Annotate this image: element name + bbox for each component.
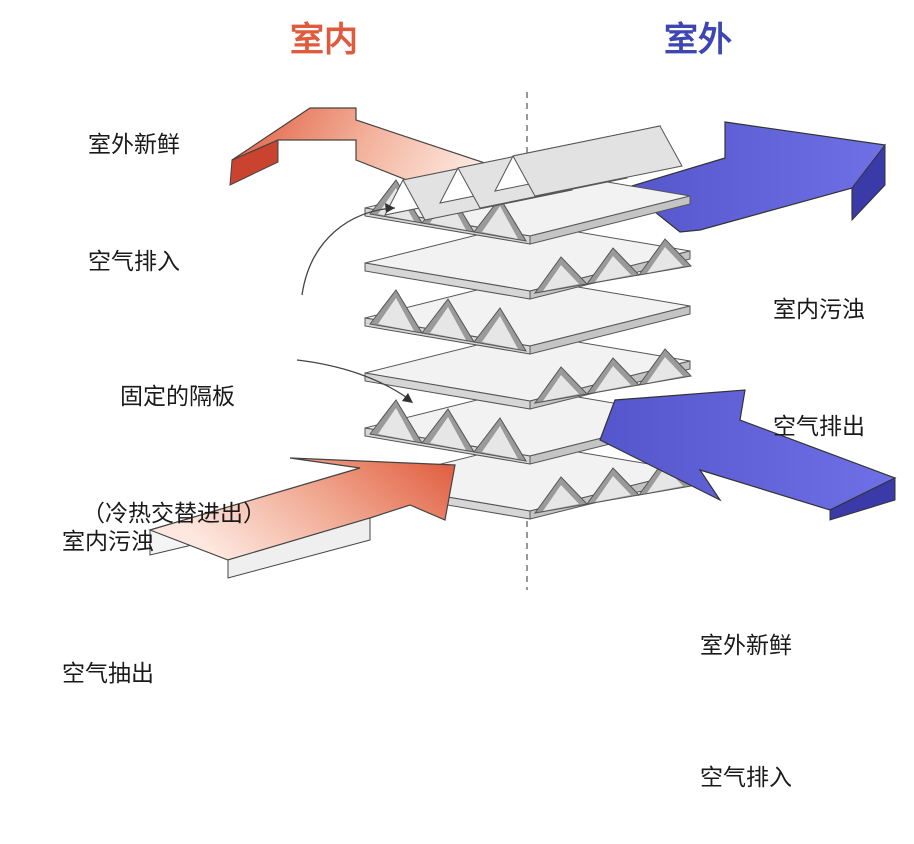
exchanger-plate-edge-right	[529, 305, 691, 355]
exchanger-roof-face	[512, 125, 683, 197]
arrow-bottom-left	[148, 457, 456, 579]
exchanger-fin-face	[378, 298, 414, 331]
exchanger-fin-face	[543, 375, 579, 401]
label-bottom-right: 室外新鲜 空气排入	[700, 633, 792, 791]
label-top-right: 室内污浊 空气排出	[773, 297, 865, 440]
exchanger-fin-face	[482, 426, 518, 459]
exchanger-fin-face	[430, 307, 466, 340]
exchanger-fin-face	[595, 476, 631, 502]
exchanger-fin-face	[647, 247, 683, 273]
arrow-bottom-right	[599, 389, 897, 521]
pointer-line-lower	[296, 359, 411, 401]
exchanger-fin-face	[430, 417, 466, 450]
label-top-left: 室外新鲜 空气排入	[88, 132, 180, 275]
exchanger-fin-face	[543, 485, 579, 511]
label-bottom-left: 室内污浊 空气抽出	[62, 529, 154, 687]
indoor-header: 室内	[290, 20, 358, 60]
label-partition: 固定的隔板 （冷热交替进出）	[82, 384, 266, 527]
exchanger-fin-face	[482, 206, 518, 239]
pointer-arrowhead-lower	[402, 393, 413, 403]
exchanger-fin-face	[647, 467, 683, 493]
exchanger-fin-face	[595, 256, 631, 282]
pointer-line-upper	[301, 207, 396, 296]
heat-exchanger-diagram	[148, 92, 897, 590]
pointer-arrowhead-upper	[385, 203, 395, 213]
exchanger-fin-face	[543, 265, 579, 291]
exchanger-fin-face	[595, 366, 631, 392]
exchanger-fin-face	[647, 357, 683, 383]
exchanger-fin-face	[482, 316, 518, 349]
exchanger-fin-face	[378, 408, 414, 441]
exchanger-plate-edge-right	[529, 195, 691, 245]
exchanger-stack	[364, 125, 693, 520]
outdoor-header: 室外	[664, 20, 732, 60]
